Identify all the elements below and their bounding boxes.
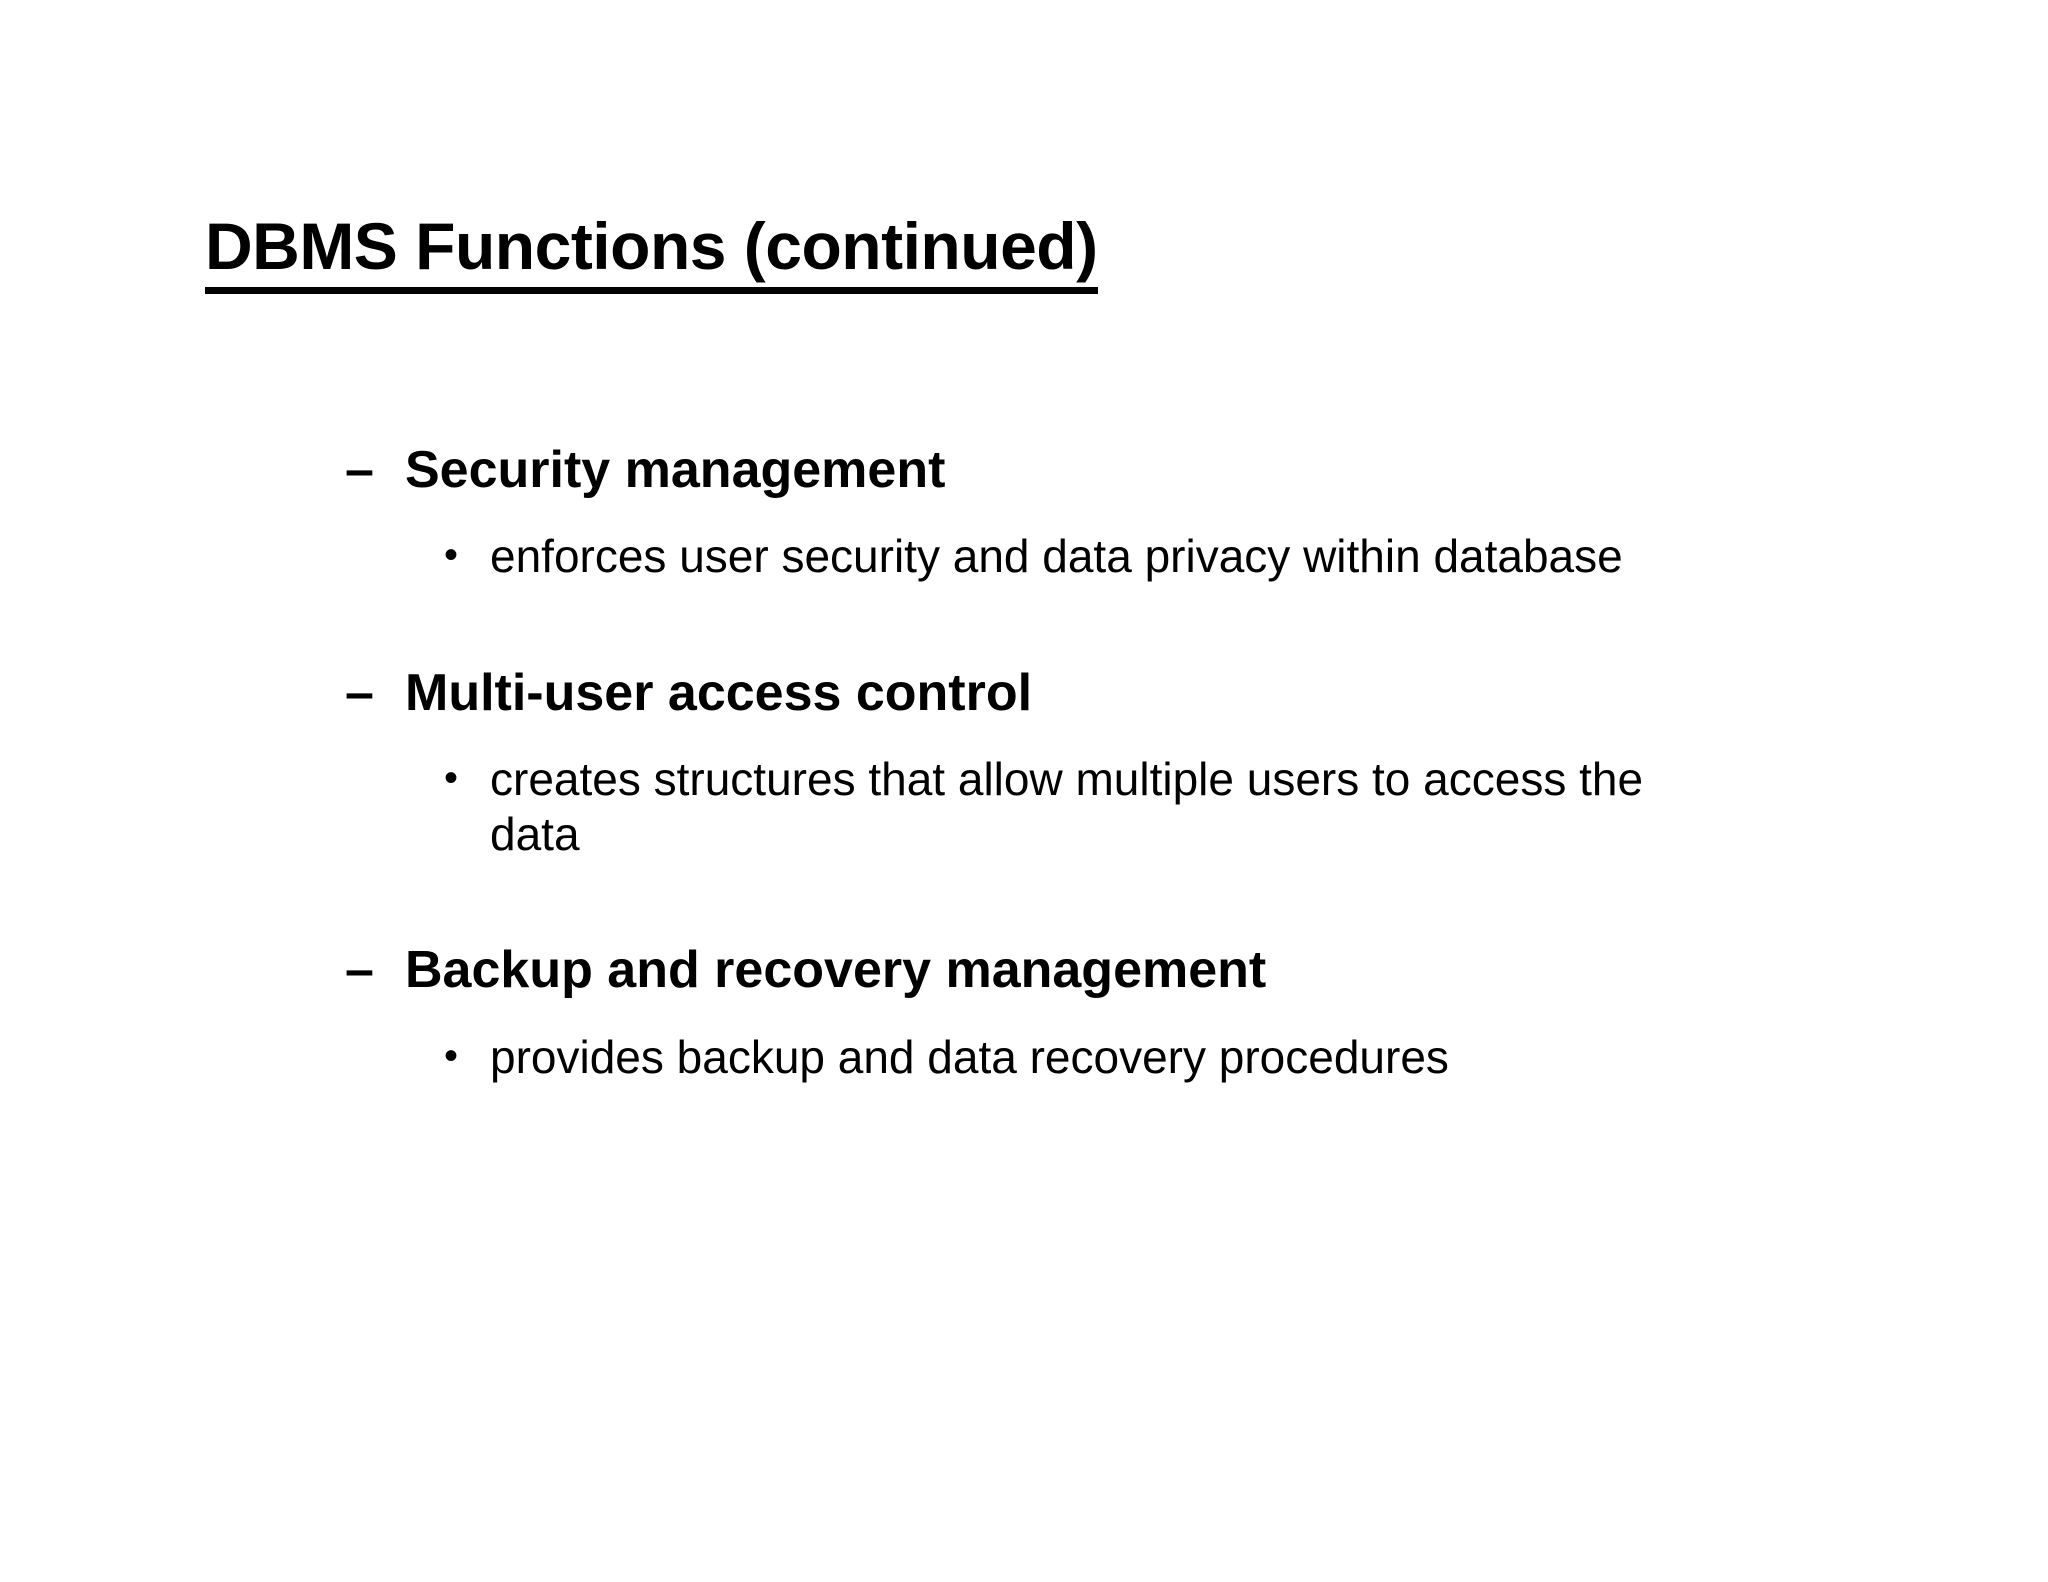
outline-level2-label: enforces user security and data privacy …	[490, 530, 1623, 583]
outline-group: – Backup and recovery management • provi…	[0, 940, 2048, 1085]
outline-group: – Security management • enforces user se…	[0, 440, 2048, 585]
outline-level1-item: – Backup and recovery management	[345, 940, 2048, 1001]
outline-level2-label: provides backup and data recovery proced…	[490, 1030, 1449, 1083]
bullet-marker-icon: •	[444, 1033, 459, 1078]
page-title-text: DBMS Functions (continued)	[205, 211, 1098, 295]
outline-level2-item: • creates structures that allow multiple…	[440, 752, 1705, 862]
slide-content-body: – Security management • enforces user se…	[0, 440, 2048, 1129]
outline-group: – Multi-user access control • creates st…	[0, 663, 2048, 863]
group-spacer	[0, 629, 2048, 663]
outline-level1-item: – Multi-user access control	[345, 663, 2048, 724]
outline-level2-item: • provides backup and data recovery proc…	[440, 1030, 1705, 1085]
outline-level1-item: – Security management	[345, 440, 2048, 501]
bullet-marker-icon: •	[444, 533, 459, 578]
page-title: DBMS Functions (continued)	[205, 211, 1098, 295]
dash-marker-icon: –	[345, 941, 374, 1000]
bullet-marker-icon: •	[444, 755, 459, 800]
dash-marker-icon: –	[345, 441, 374, 499]
outline-level2-label: creates structures that allow multiple u…	[490, 752, 1644, 861]
outline-level1-label: Security management	[405, 441, 946, 499]
outline-level1-label: Multi-user access control	[405, 663, 1033, 722]
dash-marker-icon: –	[345, 663, 374, 722]
group-spacer	[0, 906, 2048, 940]
outline-level1-label: Backup and recovery management	[405, 941, 1267, 1000]
outline-level2-item: • enforces user security and data privac…	[440, 529, 1705, 584]
